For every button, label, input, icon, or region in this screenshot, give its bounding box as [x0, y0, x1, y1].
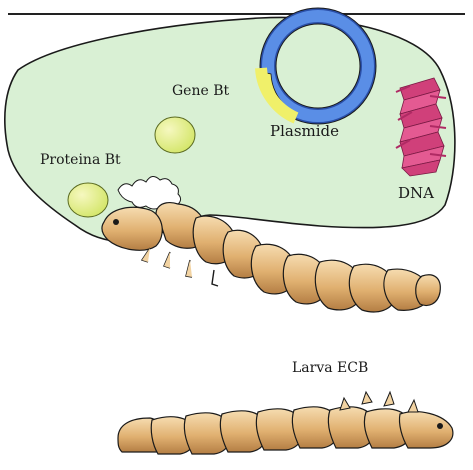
larva-lower: [118, 392, 453, 454]
dna-coils: [396, 78, 446, 176]
label-dna: DNA: [398, 184, 434, 202]
label-plasmid: Plasmide: [270, 122, 339, 140]
plasmid: [260, 8, 376, 124]
label-gene-bt: Gene Bt: [172, 83, 230, 99]
label-larva-ecb: Larva ECB: [292, 360, 368, 376]
label-protein-bt: Proteina Bt: [40, 152, 121, 168]
protein-blob-large: [68, 183, 108, 217]
protein-blob-small: [155, 117, 195, 153]
